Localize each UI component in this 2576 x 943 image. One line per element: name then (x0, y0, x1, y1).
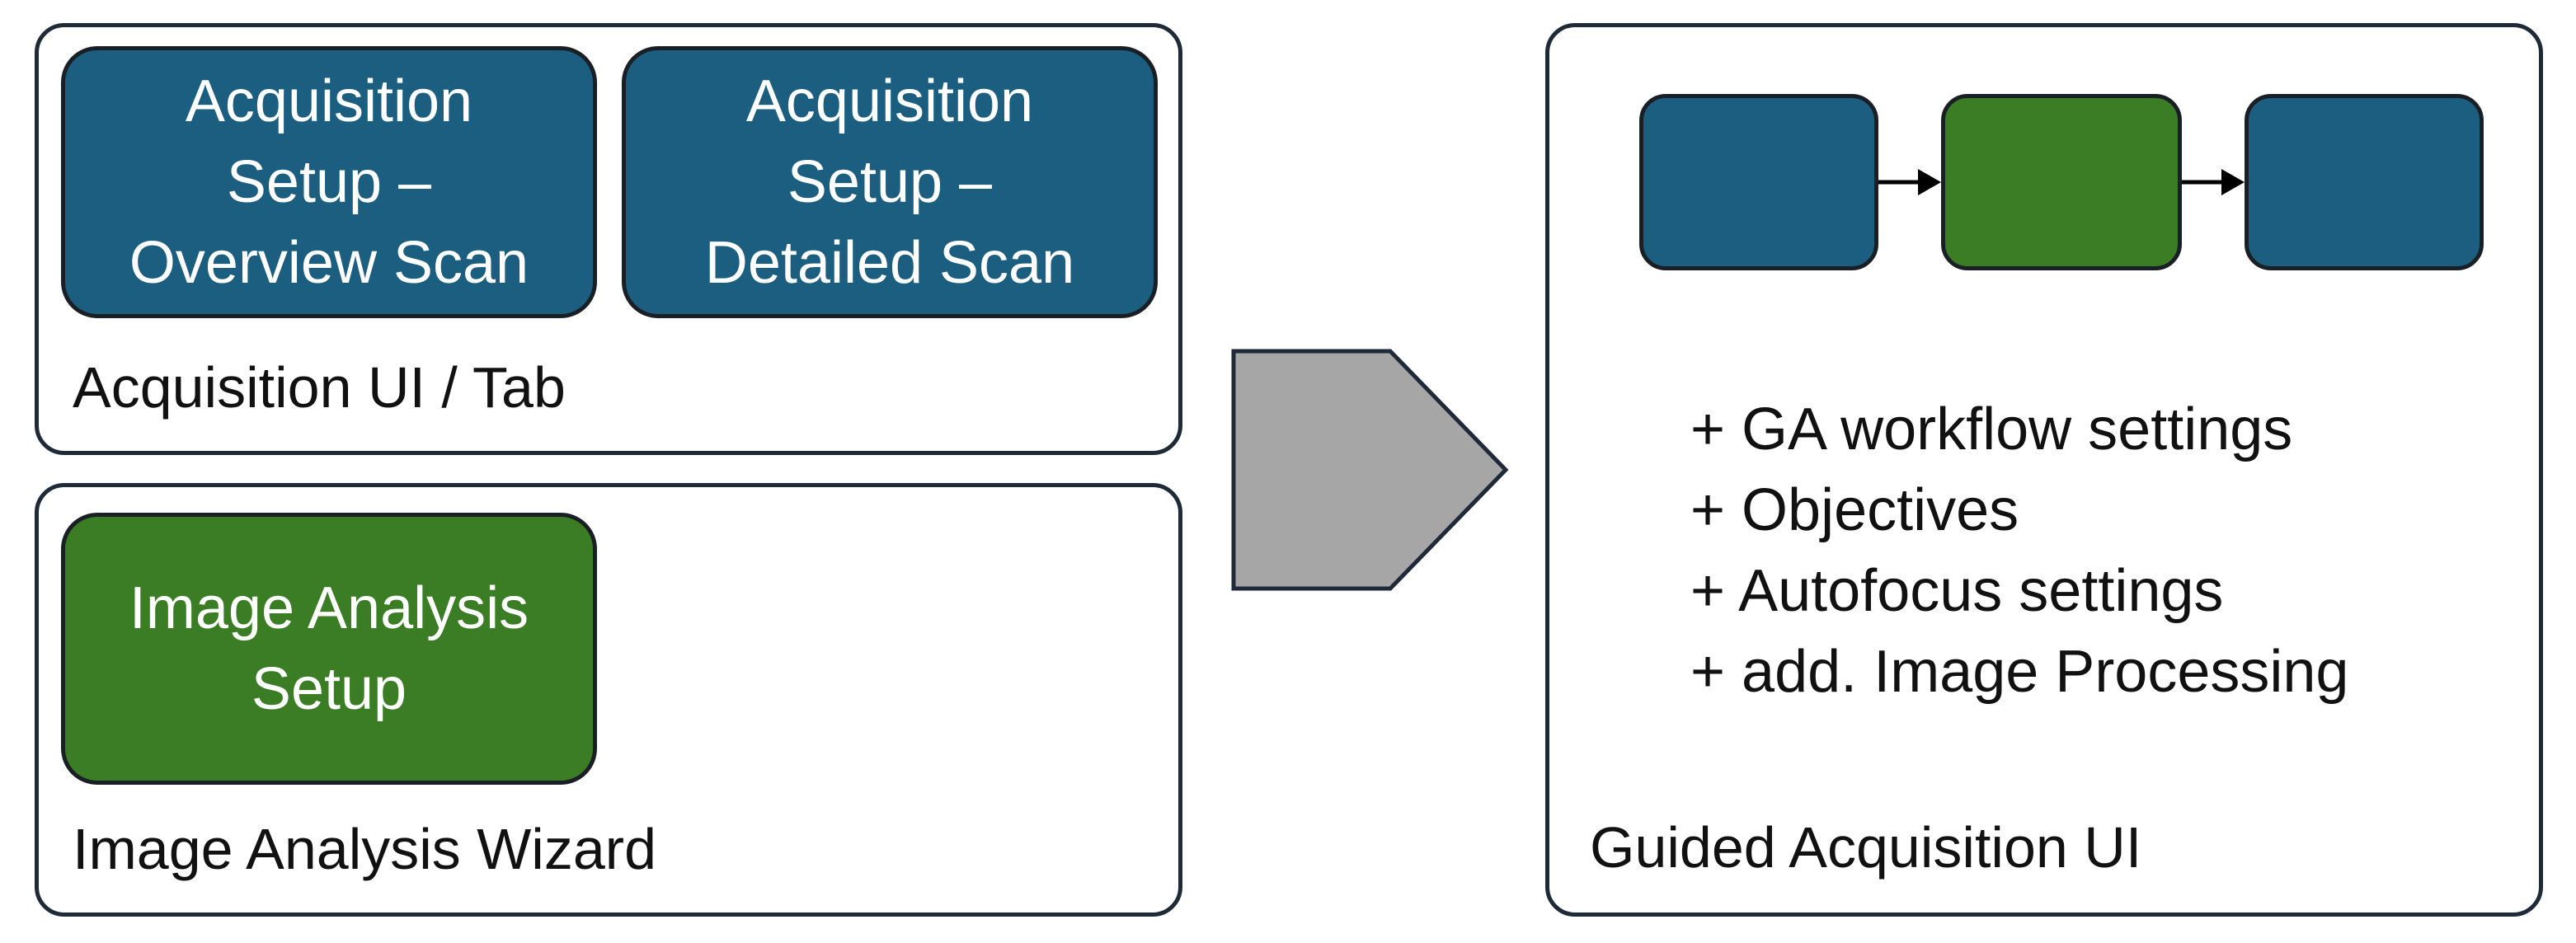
flow-arrow-1-2-head (1918, 169, 1941, 195)
guided-acquisition-ui-panel-label: Guided Acquisition UI (1590, 815, 2142, 880)
transition-arrow-shape (1231, 349, 1509, 591)
acquisition-setup-overview-box: Acquisition Setup – Overview Scan (61, 46, 597, 318)
acquisition-ui-panel-label: Acquisition UI / Tab (73, 355, 566, 420)
settings-item: + GA workflow settings (1690, 396, 2293, 462)
guided-acquisition-settings-list: + GA workflow settings + Objectives + Au… (1690, 389, 2348, 712)
flow-step-1-box (1639, 94, 1878, 270)
flow-step-3-box (2245, 94, 2484, 270)
image-analysis-wizard-panel-label: Image Analysis Wizard (73, 817, 657, 881)
flow-arrow-2-3-head (2221, 169, 2245, 195)
acquisition-setup-detailed-box: Acquisition Setup – Detailed Scan (622, 46, 1158, 318)
image-analysis-setup-box: Image Analysis Setup (61, 513, 597, 785)
settings-item: + Objectives (1690, 477, 2019, 543)
settings-item: + Autofocus settings (1690, 558, 2224, 624)
flow-step-2-box (1941, 94, 2182, 270)
settings-item: + add. Image Processing (1690, 639, 2349, 705)
